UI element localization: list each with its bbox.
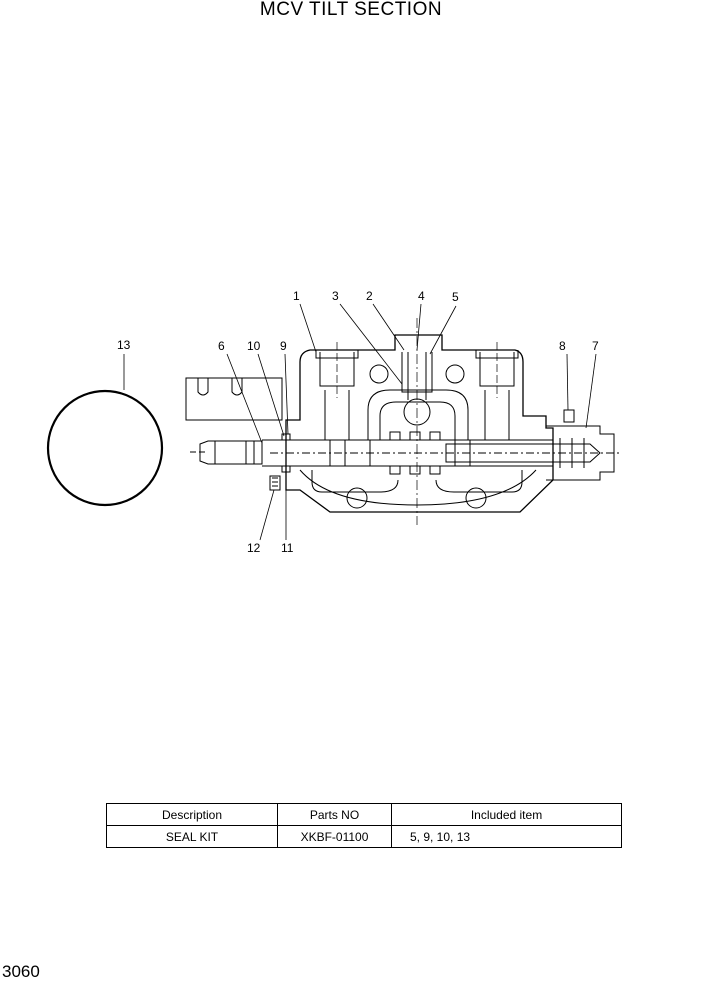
o-ring-part-13 [46,389,164,507]
callout-3: 3 [332,289,339,303]
cell-included-item: 5, 9, 10, 13 [391,825,622,848]
leader-lines [123,303,597,541]
table-row: SEAL KIT XKBF-01100 5, 9, 10, 13 [106,825,622,848]
spool [262,431,620,475]
table-header-row: Description Parts NO Included item [106,803,622,826]
seal-kit-table: Description Parts NO Included item SEAL … [106,803,622,848]
callout-8: 8 [559,339,566,353]
cell-description: SEAL KIT [106,825,278,848]
callout-6: 6 [218,339,225,353]
header-parts-no: Parts NO [277,803,392,826]
page-title: MCV TILT SECTION [259,0,443,20]
callout-13: 13 [117,338,131,352]
callout-4: 4 [418,289,425,303]
cell-parts-no: XKBF-01100 [277,825,392,848]
callout-1: 1 [293,289,300,303]
page-number: 3060 [2,962,40,981]
header-included-item: Included item [391,803,622,826]
valve-body [285,334,554,513]
callout-9: 9 [280,339,287,353]
end-cap [445,409,615,481]
seal-details [269,433,291,491]
callout-7: 7 [592,339,599,353]
callout-labels: 1 3 2 4 5 13 6 10 9 8 7 12 11 [117,289,599,555]
callout-10: 10 [247,339,261,353]
callout-11: 11 [281,541,294,555]
callout-12: 12 [247,541,261,555]
spool-end [190,440,263,465]
header-description: Description [106,803,278,826]
callout-5: 5 [452,290,459,304]
callout-2: 2 [366,289,373,303]
